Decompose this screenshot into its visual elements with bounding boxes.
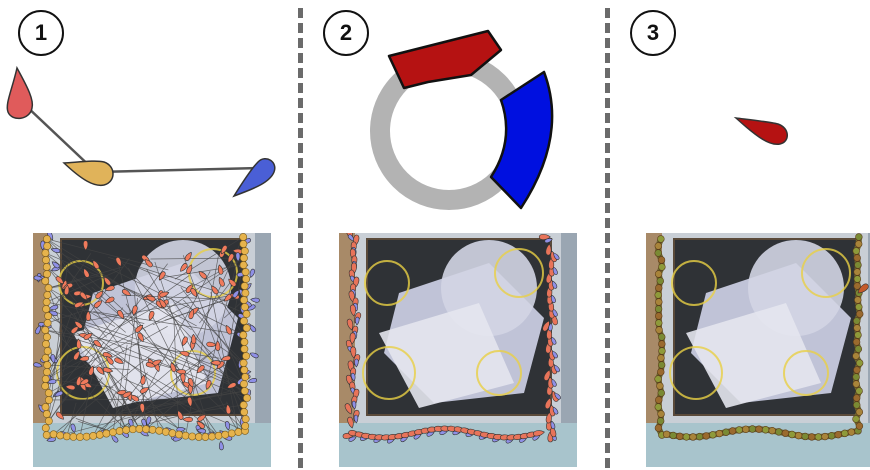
panel-number: 3 [646,20,660,45]
dashed-divider [298,8,303,468]
final-pose-diagram [733,116,788,146]
map-trajectories-1 [33,233,271,467]
panel-number-badge: 2 [323,10,369,56]
map-trajectories-3 [646,233,870,467]
panel-3: 3 [612,0,870,470]
panel-number: 2 [339,20,353,45]
red-arc-segment [387,29,503,90]
dark-red-pose-marker [733,116,788,146]
dashed-divider [605,8,610,468]
red-pose-marker [6,65,34,120]
gold-pose-marker [62,160,114,187]
map-trajectories-2 [339,233,577,467]
panel-2: 2 [305,0,605,470]
panel-number: 1 [34,20,48,45]
pose-graph-diagram [6,65,276,198]
blue-pose-marker [232,158,276,198]
blue-arc-segment [489,70,554,210]
panel-number-badge: 3 [630,10,676,56]
orientation-ring-diagram [370,29,554,210]
panel-1: 1 [0,0,300,470]
panel-number-badge: 1 [18,10,64,56]
